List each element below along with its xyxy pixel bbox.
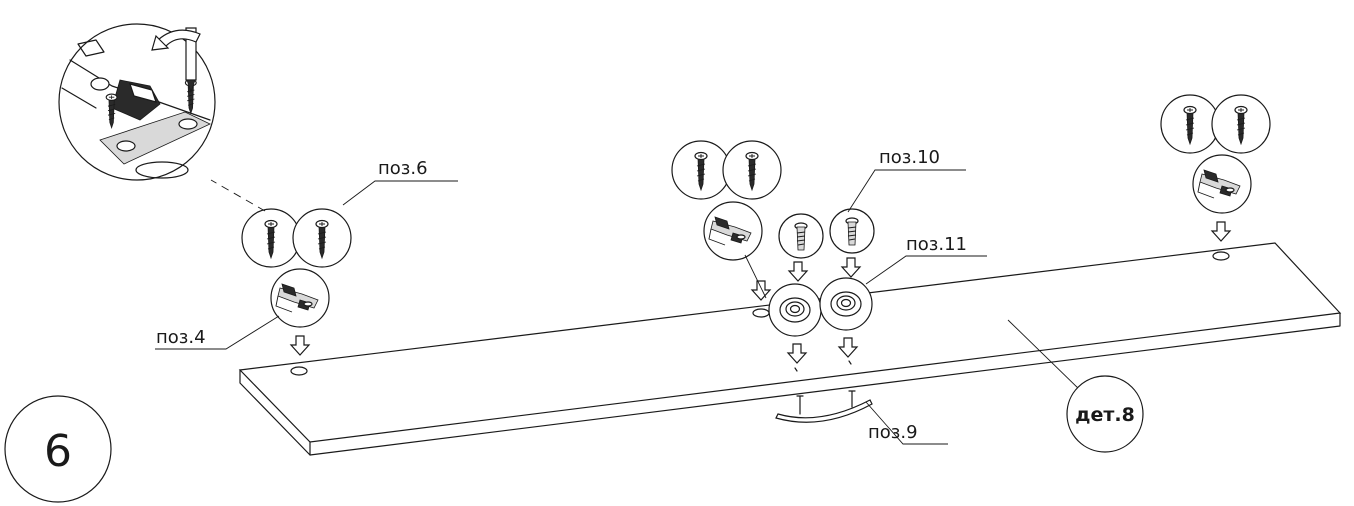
step-number: 6: [44, 426, 72, 477]
label-det8: дет.8: [1075, 404, 1135, 426]
middle-fitting-group: [671, 140, 875, 364]
shelf-panel: [238, 242, 1342, 456]
label-poz4: поз.4: [156, 327, 206, 348]
cam-fitting-icon: [779, 297, 811, 323]
down-arrow-icon: [841, 257, 861, 278]
detail-zoom-content: [61, 27, 211, 179]
down-arrow-icon: [290, 335, 310, 356]
down-arrow-icon: [751, 280, 771, 301]
leader-lines: [155, 169, 1083, 445]
left-fitting-group: [58, 23, 352, 356]
handle-part: [775, 390, 873, 423]
down-arrow-icon: [1211, 221, 1231, 242]
down-arrow-icon: [788, 261, 808, 282]
hinge-hole-left: [290, 366, 308, 376]
right-fitting-group: [1160, 94, 1271, 242]
label-poz11: поз.11: [906, 234, 967, 255]
label-poz9: поз.9: [868, 422, 918, 443]
label-poz10: поз.10: [879, 147, 940, 168]
cam-fitting-icon: [830, 291, 862, 317]
part-badge-det8: дет.8: [1066, 375, 1144, 453]
hinge-hole-middle: [752, 308, 770, 318]
label-poz6: поз.6: [378, 158, 428, 179]
step-badge: 6: [4, 395, 112, 503]
hinge-hole-right: [1212, 251, 1230, 261]
